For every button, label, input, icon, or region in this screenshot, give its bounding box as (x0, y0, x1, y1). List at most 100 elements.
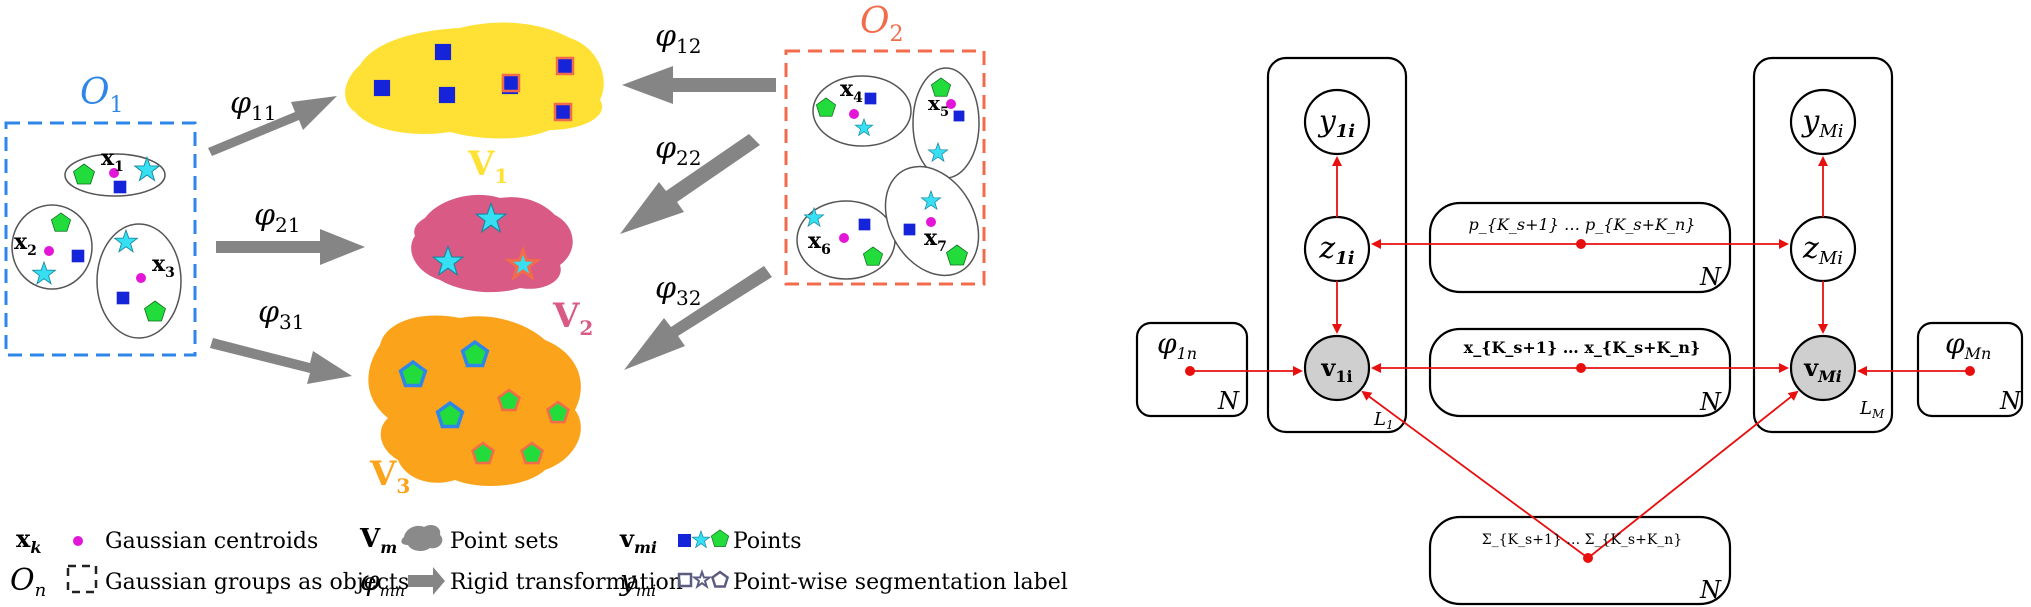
x3-label: x3 (152, 251, 175, 281)
transformation-labels: φ11 φ21 φ31 φ12 φ22 φ32 (230, 19, 701, 334)
y1i-label: y1i (1317, 104, 1355, 142)
square-point-icon (71, 249, 85, 263)
plate-lm (1752, 56, 1894, 434)
x4-label: x4 (840, 76, 863, 106)
legend-xk-symbol: xk (16, 524, 41, 557)
dot-sigma (1583, 553, 1593, 563)
pentagon-point-icon (398, 359, 428, 388)
phi12-label: φ12 (655, 19, 701, 58)
gray-arrow-icon (408, 567, 445, 595)
square-outline-icon (677, 572, 693, 588)
node-vmi (1789, 334, 1857, 402)
arrow-phi32 (624, 266, 772, 370)
square-point-icon (113, 180, 127, 194)
pentagon-point-icon (435, 400, 465, 429)
v1-label: V1 (467, 144, 508, 188)
dot-phi1n (1185, 366, 1195, 376)
square-point-icon (434, 43, 452, 61)
edge-sigma-v1i (1361, 390, 1589, 559)
centroid-x4 (849, 109, 859, 119)
legend-point-sets: Point sets (450, 529, 559, 554)
plate-l1 (1266, 56, 1408, 434)
plate-phi1n (1135, 321, 1249, 418)
legend-ymi-symbol: ymi (618, 564, 656, 600)
object-o1-box (4, 121, 197, 357)
transformation-arrows (208, 66, 776, 384)
zmi-label: zMi (1802, 231, 1843, 269)
x6-label: x6 (808, 228, 831, 258)
plate-n-phi1n: N (1217, 387, 1240, 415)
x-range-label: x_{K_s+1} … x_{K_s+K_n} (1464, 338, 1701, 357)
dot-phimn (1965, 366, 1975, 376)
centroid-x3 (136, 273, 146, 283)
dot-x (1576, 363, 1586, 373)
pentagon-point-icon (546, 400, 570, 424)
vmi-label: vMi (1803, 353, 1842, 386)
x5-label: x5 (928, 91, 949, 120)
plate-n-x: N (1699, 388, 1722, 416)
pentagon-point-icon (497, 388, 521, 412)
pentagon-outline-icon (710, 570, 730, 588)
o1-label: O1 (80, 72, 124, 118)
square-point-icon (858, 218, 871, 231)
pentagon-point-icon (471, 441, 495, 465)
square-point-icon (116, 291, 130, 305)
phi21-label: φ21 (254, 198, 300, 237)
graphical-model (1135, 56, 2024, 606)
phi11-label: φ11 (230, 86, 276, 125)
square-point-icon (864, 92, 877, 105)
sigma-range-label: Σ_{K_s+1} … Σ_{K_s+K_n} (1482, 532, 1682, 548)
legend: xk Gaussian centroids On Gaussian groups… (10, 524, 1068, 601)
legend-gaussian-groups: Gaussian groups as objects (105, 570, 409, 595)
square-point-icon (438, 86, 456, 104)
legend-phimn-symbol: φmn (360, 564, 405, 600)
phi1n-label: φ1n (1157, 327, 1197, 363)
x1-label: x1 (101, 145, 124, 175)
legend-gaussian-centroids: Gaussian centroids (105, 529, 318, 554)
o2-label: O2 (860, 1, 904, 47)
arrow-phi21 (216, 229, 365, 265)
node-labels: y1i z1i v1i yMi zMi vMi φ1n φMn p_{K_s+1… (1157, 104, 2022, 604)
arrow-phi11 (208, 96, 337, 156)
x2-label: x2 (14, 229, 37, 259)
arrow-phi22 (620, 134, 760, 234)
z1i-label: z1i (1318, 231, 1354, 269)
square-point-icon (373, 79, 391, 97)
legend-rigid-transformation: Rigid transformation (450, 570, 683, 595)
node-v1i (1303, 334, 1371, 402)
plate-n-phimn: N (1999, 387, 2022, 415)
star-point-icon (691, 530, 711, 548)
v2-label: V2 (552, 296, 593, 340)
p-range-label: p_{K_s+1} … p_{K_s+K_n} (1469, 215, 1696, 234)
legend-segmentation-label: Point-wise segmentation label (733, 570, 1068, 595)
parameter-dots (1185, 239, 1975, 563)
object-o1-group: O1 x1 x2 x3 (4, 72, 197, 357)
phi32-label: φ32 (655, 271, 701, 310)
square-point-icon (501, 73, 521, 93)
node-ymi (1789, 88, 1857, 156)
point-set-v2: V2 (411, 194, 593, 340)
point-set-v3: V3 (368, 315, 581, 498)
plate-p-range (1428, 201, 1732, 294)
pentagon-point-icon (460, 339, 490, 368)
arrow-phi31 (210, 338, 352, 384)
node-y1i (1303, 88, 1371, 156)
plate-l1-label: L1 (1373, 409, 1394, 432)
cloud-icon (401, 524, 443, 552)
square-point-icon (678, 534, 691, 547)
v1i-label: v1i (1320, 353, 1352, 386)
centroid-x7 (926, 217, 936, 227)
object-o2-group: O2 x4 x5 x6 x7 (784, 1, 986, 286)
plate-x-range (1428, 327, 1732, 418)
square-point-icon (553, 102, 573, 122)
phimn-label: φMn (1945, 327, 1991, 363)
plate-n-sigma: N (1699, 576, 1722, 604)
square-point-icon (903, 223, 916, 236)
star-outline-icon (691, 568, 713, 589)
point-set-v1: V1 (345, 22, 604, 188)
centroid-icon (73, 536, 83, 546)
square-point-icon (953, 110, 965, 122)
plate-sigma-range (1428, 515, 1732, 606)
dashed-box-icon (66, 564, 98, 594)
